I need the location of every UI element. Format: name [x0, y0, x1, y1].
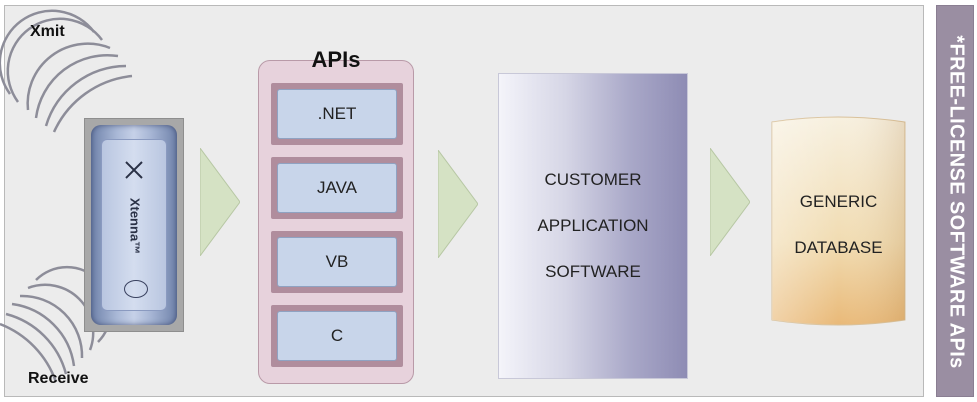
apis-title: APIs — [311, 47, 361, 72]
reader-face: Xtenna™ — [101, 139, 167, 311]
flow-arrow-1 — [200, 148, 240, 256]
api-slot: .NET — [271, 83, 403, 145]
receive-label: Receive — [28, 370, 89, 387]
api-slot: JAVA — [271, 157, 403, 219]
flow-arrow-2 — [438, 150, 478, 258]
rfid-reader: Xtenna™ — [84, 118, 184, 332]
apis-panel: .NET JAVA VB C — [258, 60, 414, 384]
reader-device: Xtenna™ — [91, 125, 177, 325]
xmit-label: Xmit — [30, 23, 65, 40]
reader-brand: Xtenna™ — [127, 197, 143, 255]
flow-arrow-3 — [710, 148, 750, 256]
database-line: GENERIC — [799, 192, 878, 211]
reader-badge — [124, 280, 148, 298]
side-banner: *FREE-LICENSE SOFTWARE APIs — [936, 5, 974, 397]
database-line: DATABASE — [794, 238, 883, 257]
api-dotnet: .NET — [277, 89, 397, 139]
api-vb: VB — [277, 237, 397, 287]
api-java: JAVA — [277, 163, 397, 213]
api-slot: VB — [271, 231, 403, 293]
customer-line: CUSTOMER — [544, 170, 642, 189]
xtenna-logo-icon — [125, 161, 143, 179]
customer-line: SOFTWARE — [545, 262, 641, 281]
side-banner-text: *FREE-LICENSE SOFTWARE APIs — [945, 35, 968, 369]
radio-waves-top-icon — [0, 9, 133, 133]
api-slot: C — [271, 305, 403, 367]
customer-application-box: CUSTOMER APPLICATION SOFTWARE — [498, 73, 688, 379]
customer-line: APPLICATION — [537, 216, 649, 235]
database-cylinder-icon — [771, 116, 906, 326]
api-c: C — [277, 311, 397, 361]
